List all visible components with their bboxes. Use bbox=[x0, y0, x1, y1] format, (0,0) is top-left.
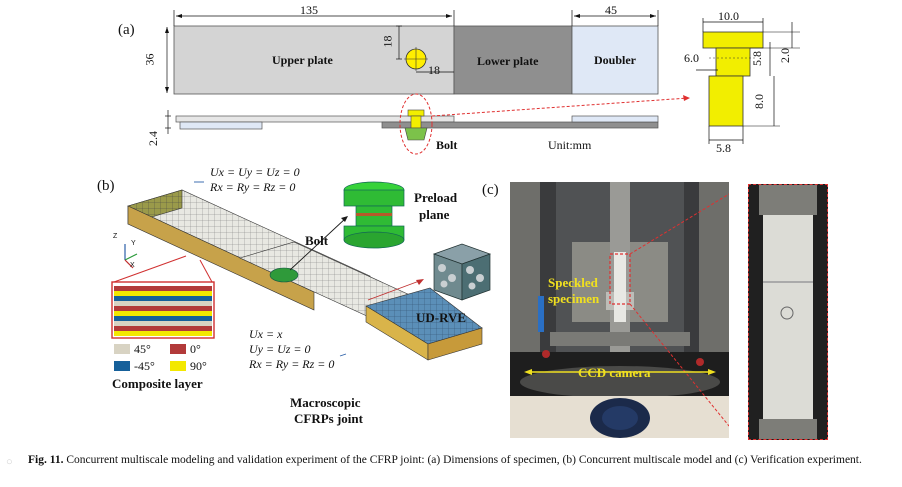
upper-plate-label: Upper plate bbox=[272, 53, 333, 67]
joint-line1: Macroscopic bbox=[290, 395, 361, 410]
dim-length: 135 bbox=[300, 3, 318, 17]
doubler bbox=[571, 25, 659, 95]
bolt-dim-top-h: 2.0 bbox=[778, 48, 792, 63]
panel-b-label: (b) bbox=[97, 178, 115, 194]
bolt-dim-head-w: 10.0 bbox=[718, 9, 739, 23]
bc1-line1: Ux = Uy = Uz = 0 bbox=[210, 165, 300, 179]
bolt-label-b: Bolt bbox=[305, 233, 329, 248]
speckled-line1: Speckled bbox=[548, 275, 598, 290]
bolt-shank bbox=[708, 75, 744, 127]
bolt-dim-bottom-w: 5.8 bbox=[716, 141, 731, 155]
dim-hole-v: 18 bbox=[380, 35, 395, 48]
bolt-dim-shank-h: 8.0 bbox=[752, 94, 766, 109]
ccd-camera-label: CCD camera bbox=[578, 365, 651, 380]
legend-swatch-m45 bbox=[114, 361, 130, 371]
axis-x: X bbox=[130, 262, 135, 269]
legend-label-0: 0° bbox=[190, 342, 201, 356]
specimen-zoom bbox=[748, 184, 828, 440]
dim-hole-h: 18 bbox=[428, 63, 440, 77]
legend-swatch-45 bbox=[114, 344, 130, 354]
experiment-photo bbox=[510, 182, 729, 438]
axis-y: Y bbox=[131, 240, 136, 247]
bolt-label-a: Bolt bbox=[436, 138, 458, 152]
figure-caption: Fig. 11. Concurrent multiscale modeling … bbox=[28, 453, 896, 467]
legend-swatch-0 bbox=[170, 344, 186, 354]
lower-plate bbox=[453, 25, 573, 95]
speckled-line2: specimen bbox=[548, 291, 600, 306]
dim-doubler-length: 45 bbox=[605, 3, 617, 17]
dim-height: 36 bbox=[142, 53, 157, 66]
legend-label-m45: -45° bbox=[134, 359, 155, 373]
dim-thickness: 2.4 bbox=[146, 131, 160, 146]
joint-line2: CFRPs joint bbox=[294, 411, 363, 426]
bc2-line3: Rx = Ry = Rz = 0 bbox=[249, 357, 335, 371]
doubler-label: Doubler bbox=[594, 53, 636, 67]
legend-label-45: 45° bbox=[134, 342, 151, 356]
watermark: ○ bbox=[6, 456, 13, 468]
panel-b-model bbox=[111, 181, 492, 371]
preload-line2: plane bbox=[419, 207, 450, 222]
panel-a-label: (a) bbox=[118, 22, 135, 38]
caption-fig-number: Fig. 11. bbox=[28, 454, 64, 466]
rve-label: UD-RVE bbox=[416, 310, 467, 325]
preload-line1: Preload bbox=[414, 190, 458, 205]
caption-text: Concurrent multiscale modeling and valid… bbox=[63, 454, 862, 466]
bc1-line2: Rx = Ry = Rz = 0 bbox=[210, 180, 296, 194]
bolt-callout-ellipse bbox=[399, 93, 433, 155]
panel-c-label: (c) bbox=[482, 182, 499, 198]
bc2-line2: Uy = Uz = 0 bbox=[249, 342, 311, 356]
legend-swatch-90 bbox=[170, 361, 186, 371]
rve-cube bbox=[432, 243, 492, 301]
lower-plate-label: Lower plate bbox=[477, 54, 539, 68]
unit-label: Unit:mm bbox=[548, 138, 592, 152]
legend-label-90: 90° bbox=[190, 359, 207, 373]
bolt-shank-top bbox=[715, 47, 751, 77]
bolt-3d-model bbox=[343, 181, 405, 249]
bolt-dim-shank-d: 6.0 bbox=[684, 51, 699, 65]
composite-layer-label: Composite layer bbox=[112, 376, 203, 391]
bc2-line1: Ux = x bbox=[249, 327, 283, 341]
bolt-dim-head-h: 5.8 bbox=[750, 51, 764, 66]
panel-a-diagram bbox=[165, 10, 800, 155]
axis-z: Z bbox=[113, 233, 118, 240]
bolt-head bbox=[702, 31, 764, 49]
